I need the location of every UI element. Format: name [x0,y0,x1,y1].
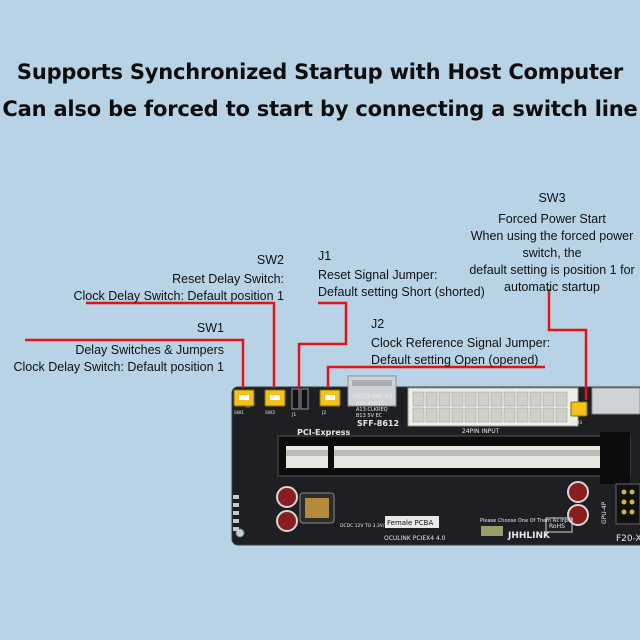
callout-lines [25,289,588,400]
callout-line-j2 [326,365,545,388]
switch-sw2 [264,389,286,407]
headline-line-1: Supports Synchronized Startup with Host … [16,60,624,84]
j2-line-2: Default setting Open (opened) [371,353,539,367]
female-label: Female PCBA [387,519,433,527]
j1-line-2: Default setting Short (shorted) [318,285,485,299]
sw2-annotation: SW2 Reset Delay Switch: Clock Delay Swit… [60,252,284,305]
sw3-line-4: default setting is position 1 for [469,263,635,277]
sff-label: SFF-8612 [357,419,399,428]
pin-note-3: B13 5V EC [356,413,383,419]
gpu-label: GPU-4P [601,501,608,524]
callout-line-sw3 [547,289,588,400]
switch-sw1 [233,389,255,407]
sw1-title: SW1 [196,321,224,335]
sw1-annotation: SW1 Delay Switches & Jumpers Clock Delay… [10,320,224,376]
callout-line-sw1 [25,338,245,388]
rohs-label: RoHS [549,523,565,530]
silk-sw3: SW3 [572,420,582,426]
oculink-label: OCULINK X4 [353,392,393,400]
silk-j1: J1 [291,412,296,418]
callout-line-sw2 [86,301,276,388]
product-label: OCULINK PCIEX4 4.0 [384,535,446,542]
j1-annotation: J1 Reset Signal Jumper: Default setting … [318,248,485,301]
sw2-line-1: Reset Delay Switch: [172,272,284,286]
sw2-title: SW2 [256,253,284,267]
sw3-line-5: automatic startup [504,280,600,294]
j2-line-1: Clock Reference Signal Jumper: [371,336,551,350]
sw3-title: SW3 [538,191,566,205]
pcb-board [231,375,640,546]
power-label: 24PIN INPUT [462,428,500,435]
sw1-line-2: Clock Delay Switch: Default position 1 [13,360,224,374]
callout-line-j1 [297,301,348,388]
j1-title: J1 [318,249,332,263]
sw3-line-3: switch, the [522,246,582,260]
sw2-line-2: Clock Delay Switch: Default position 1 [73,289,284,303]
jumper-j1 [291,388,309,410]
choose-note: Please Choose One Of Them As Input [480,518,573,524]
model-label: F20-X [616,534,640,544]
silk-sw2: SW2 [265,410,275,416]
sw3-annotation: SW3 Forced Power Start When using the fo… [468,190,636,296]
j1-line-1: Reset Signal Jumper: [318,268,438,282]
brand-label: JHHLINK [507,531,551,541]
sw3-line-1: Forced Power Start [498,212,606,226]
pin-note-1: A12:PERST [356,401,384,407]
silk-sw1: SW1 [234,410,244,416]
pcie-label: PCI-Express [297,428,351,437]
dc-label: DCDC 12V TO 3.3V/3A [340,523,391,529]
switch-j2 [319,389,341,407]
switch-sw3 [570,401,588,417]
sw1-line-1: Delay Switches & Jumpers [75,343,224,357]
j2-annotation: J2 Clock Reference Signal Jumper: Defaul… [371,316,550,369]
silk-j2: J2 [321,410,326,416]
j2-title: J2 [371,317,385,331]
headline-line-2: Can also be forced to start by connectin… [2,97,638,121]
pin-note-2: A13:CLKREQ [356,407,388,413]
sw3-line-2: When using the forced power [470,229,634,243]
